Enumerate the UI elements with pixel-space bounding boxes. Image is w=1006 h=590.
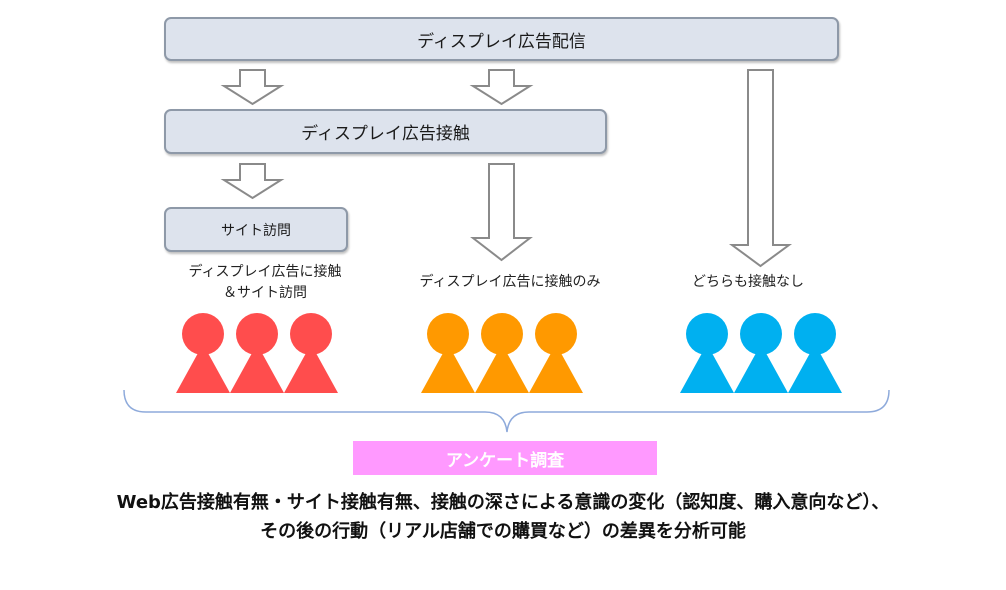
group-label-contact-and-visit: ディスプレイ広告に接触 ＆サイト訪問 [165, 262, 365, 304]
ad-delivery-label: ディスプレイ広告配信 [417, 31, 586, 52]
survey-banner: アンケート調査 [353, 441, 657, 475]
arrow-down-icon [470, 163, 533, 262]
ad-delivery-box: ディスプレイ広告配信 [164, 17, 839, 61]
person-icon [284, 313, 338, 393]
arrow-down-icon [469, 69, 534, 106]
conclusion-line: その後の行動（リアル店舗での購買など）の差異を分析可能 [260, 521, 746, 542]
group-label-line: ディスプレイ広告に接触 [188, 264, 342, 280]
arrow-down-icon [220, 163, 285, 200]
group-label-no-contact: どちらも接触なし [668, 272, 828, 293]
ad-contact-label: ディスプレイ広告接触 [301, 124, 470, 144]
site-visit-box: サイト訪問 [164, 207, 348, 252]
group-label-line: どちらも接触なし [692, 274, 804, 290]
conclusion-line: Web広告接触有無・サイト接触有無、接触の深さによる意識の変化（認知度、購入意向… [116, 492, 890, 513]
arrow-down-icon [728, 69, 793, 268]
curly-brace [123, 389, 890, 433]
arrow-down-icon [220, 69, 285, 106]
ad-contact-box: ディスプレイ広告接触 [164, 109, 607, 154]
site-visit-label: サイト訪問 [221, 222, 291, 239]
person-icon [475, 313, 529, 393]
person-icon [421, 313, 475, 393]
person-icon [734, 313, 788, 393]
person-icon [788, 313, 842, 393]
survey-label: アンケート調査 [445, 450, 565, 471]
group-label-line: ＆サイト訪問 [223, 285, 307, 301]
person-icon [176, 313, 230, 393]
person-icon [529, 313, 583, 393]
group-label-line: ディスプレイ広告に接触のみ [419, 274, 601, 290]
group-label-contact-only: ディスプレイ広告に接触のみ [395, 272, 625, 293]
person-icon [680, 313, 734, 393]
person-icon [230, 313, 284, 393]
conclusion-text: Web広告接触有無・サイト接触有無、接触の深さによる意識の変化（認知度、購入意向… [0, 488, 1006, 546]
